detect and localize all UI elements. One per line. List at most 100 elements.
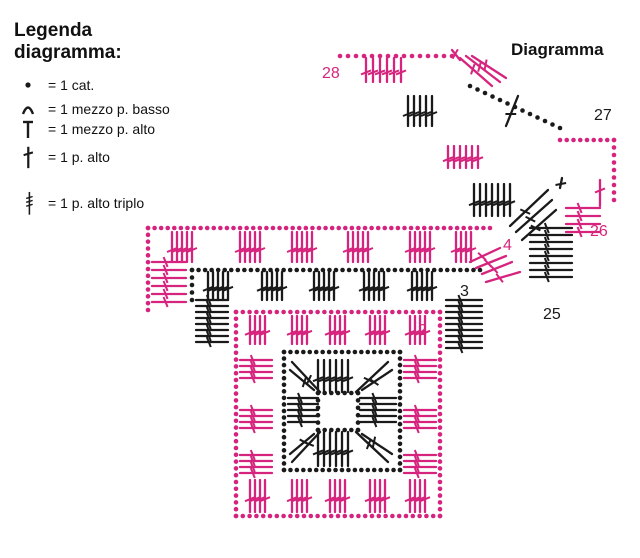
chain-stitch [383, 309, 388, 315]
double-crochet-stitch [444, 300, 484, 312]
double-crochet-stitch [291, 230, 303, 264]
chain-stitch [365, 349, 371, 355]
chain-stitch [571, 137, 576, 143]
chain-stitch [342, 513, 348, 519]
chain-stitch [172, 225, 177, 231]
stitch-layer [145, 48, 617, 519]
chain-stitch [343, 225, 348, 231]
double-crochet-stitch [528, 236, 574, 248]
chain-stitch [397, 369, 403, 374]
double-crochet-stitch [508, 188, 550, 228]
chain-stitch [382, 225, 388, 231]
chain-stitch [233, 500, 239, 505]
chain-stitch [233, 466, 239, 471]
double-crochet-stitch [402, 467, 438, 479]
chain-stitch [353, 267, 358, 273]
chain-stitch [233, 323, 239, 328]
double-crochet-stitch [402, 416, 438, 428]
chain-stitch [233, 486, 239, 492]
chain-stitch [611, 182, 617, 188]
double-crochet-stitch [492, 182, 504, 218]
chain-stitch [281, 415, 287, 420]
chain-stitch [437, 500, 443, 505]
chain-stitch [378, 349, 383, 355]
chain-stitch [397, 349, 403, 355]
chain-stitch [437, 493, 443, 498]
chain-stitch [310, 225, 315, 231]
chain-stitch [316, 225, 322, 231]
chain-stitch [454, 225, 460, 231]
double-crochet-stitch [306, 230, 318, 264]
double-crochet-stitch [402, 354, 438, 366]
legend-title: Legenda diagramma: [14, 20, 122, 63]
double-crochet-stitch [358, 398, 398, 410]
chain-stitch [233, 425, 239, 430]
chain-stitch [535, 115, 540, 120]
chain-stitch [410, 513, 416, 519]
chain-stitch [451, 267, 457, 273]
chain-stitch [342, 427, 347, 433]
chain-stitch [437, 316, 443, 322]
chain-stitch [178, 225, 184, 231]
double-crochet-stitch [342, 430, 354, 468]
chain-stitch [397, 415, 403, 420]
chain-stitch [267, 513, 273, 519]
chain-stitch [397, 389, 403, 394]
double-crochet-stitch [286, 398, 320, 410]
chain-stitch [384, 467, 390, 473]
chain-stitch [233, 472, 239, 478]
double-crochet-stitch [329, 478, 341, 514]
chain-stitch [333, 349, 338, 355]
double-crochet-stitch [426, 270, 438, 302]
chain-stitch [397, 467, 403, 473]
legend-label: = 1 p. alto triplo [48, 195, 145, 211]
chain-stitch [254, 309, 259, 315]
chain-stitch [391, 467, 396, 473]
legend: Legenda diagramma: [14, 20, 204, 64]
double-crochet-stitch [352, 230, 364, 264]
chain-stitch [335, 427, 341, 433]
chain-stitch [362, 513, 368, 519]
chain-stitch [437, 350, 443, 356]
double-crochet-stitch [313, 270, 325, 302]
double-crochet-stitch [564, 226, 602, 238]
double-crochet-stitch [308, 270, 320, 302]
double-crochet-stitch [424, 230, 436, 264]
chain-stitch [247, 309, 252, 315]
double-crochet-stitch [416, 270, 428, 302]
double-crochet-stitch [238, 455, 274, 467]
chain-stitch [233, 445, 239, 451]
chain-stitch [233, 309, 239, 315]
chain-stitch [233, 411, 239, 417]
chain-stitch [437, 506, 443, 512]
double-crochet-stitch [296, 314, 308, 346]
legend-item-half-double: = 1 mezzo p. alto [20, 116, 155, 142]
chain-stitch [281, 382, 287, 388]
chain-stitch [557, 125, 563, 131]
double-crochet-stitch [528, 257, 574, 269]
double-crochet-stitch [328, 270, 340, 302]
chain-stitch [393, 53, 399, 59]
chain-stitch [191, 225, 197, 231]
chain-stitch [339, 349, 345, 355]
double-crochet-stitch [171, 230, 183, 264]
double-crochet-stitch [249, 230, 261, 264]
chain-stitch [611, 167, 617, 173]
double-crochet-stitch [181, 230, 193, 264]
slip-stitch-arc-icon [21, 106, 35, 115]
chain-stitch [281, 402, 287, 407]
double-crochet-stitch [404, 230, 416, 264]
double-crochet-stitch [442, 144, 454, 170]
double-crochet-stitch [472, 144, 484, 170]
double-crochet-stitch [238, 467, 274, 479]
chain-stitch [577, 137, 583, 143]
double-crochet-stitch [329, 314, 341, 346]
double-crochet-stitch [186, 230, 198, 264]
chain-stitch [437, 418, 443, 424]
half-double-icon [23, 120, 33, 138]
double-crochet-stitch [336, 358, 348, 394]
chain-stitch [356, 513, 361, 519]
chain-stitch [437, 472, 443, 478]
double-crochet-stitch [259, 478, 271, 514]
chain-stitch [233, 479, 239, 485]
